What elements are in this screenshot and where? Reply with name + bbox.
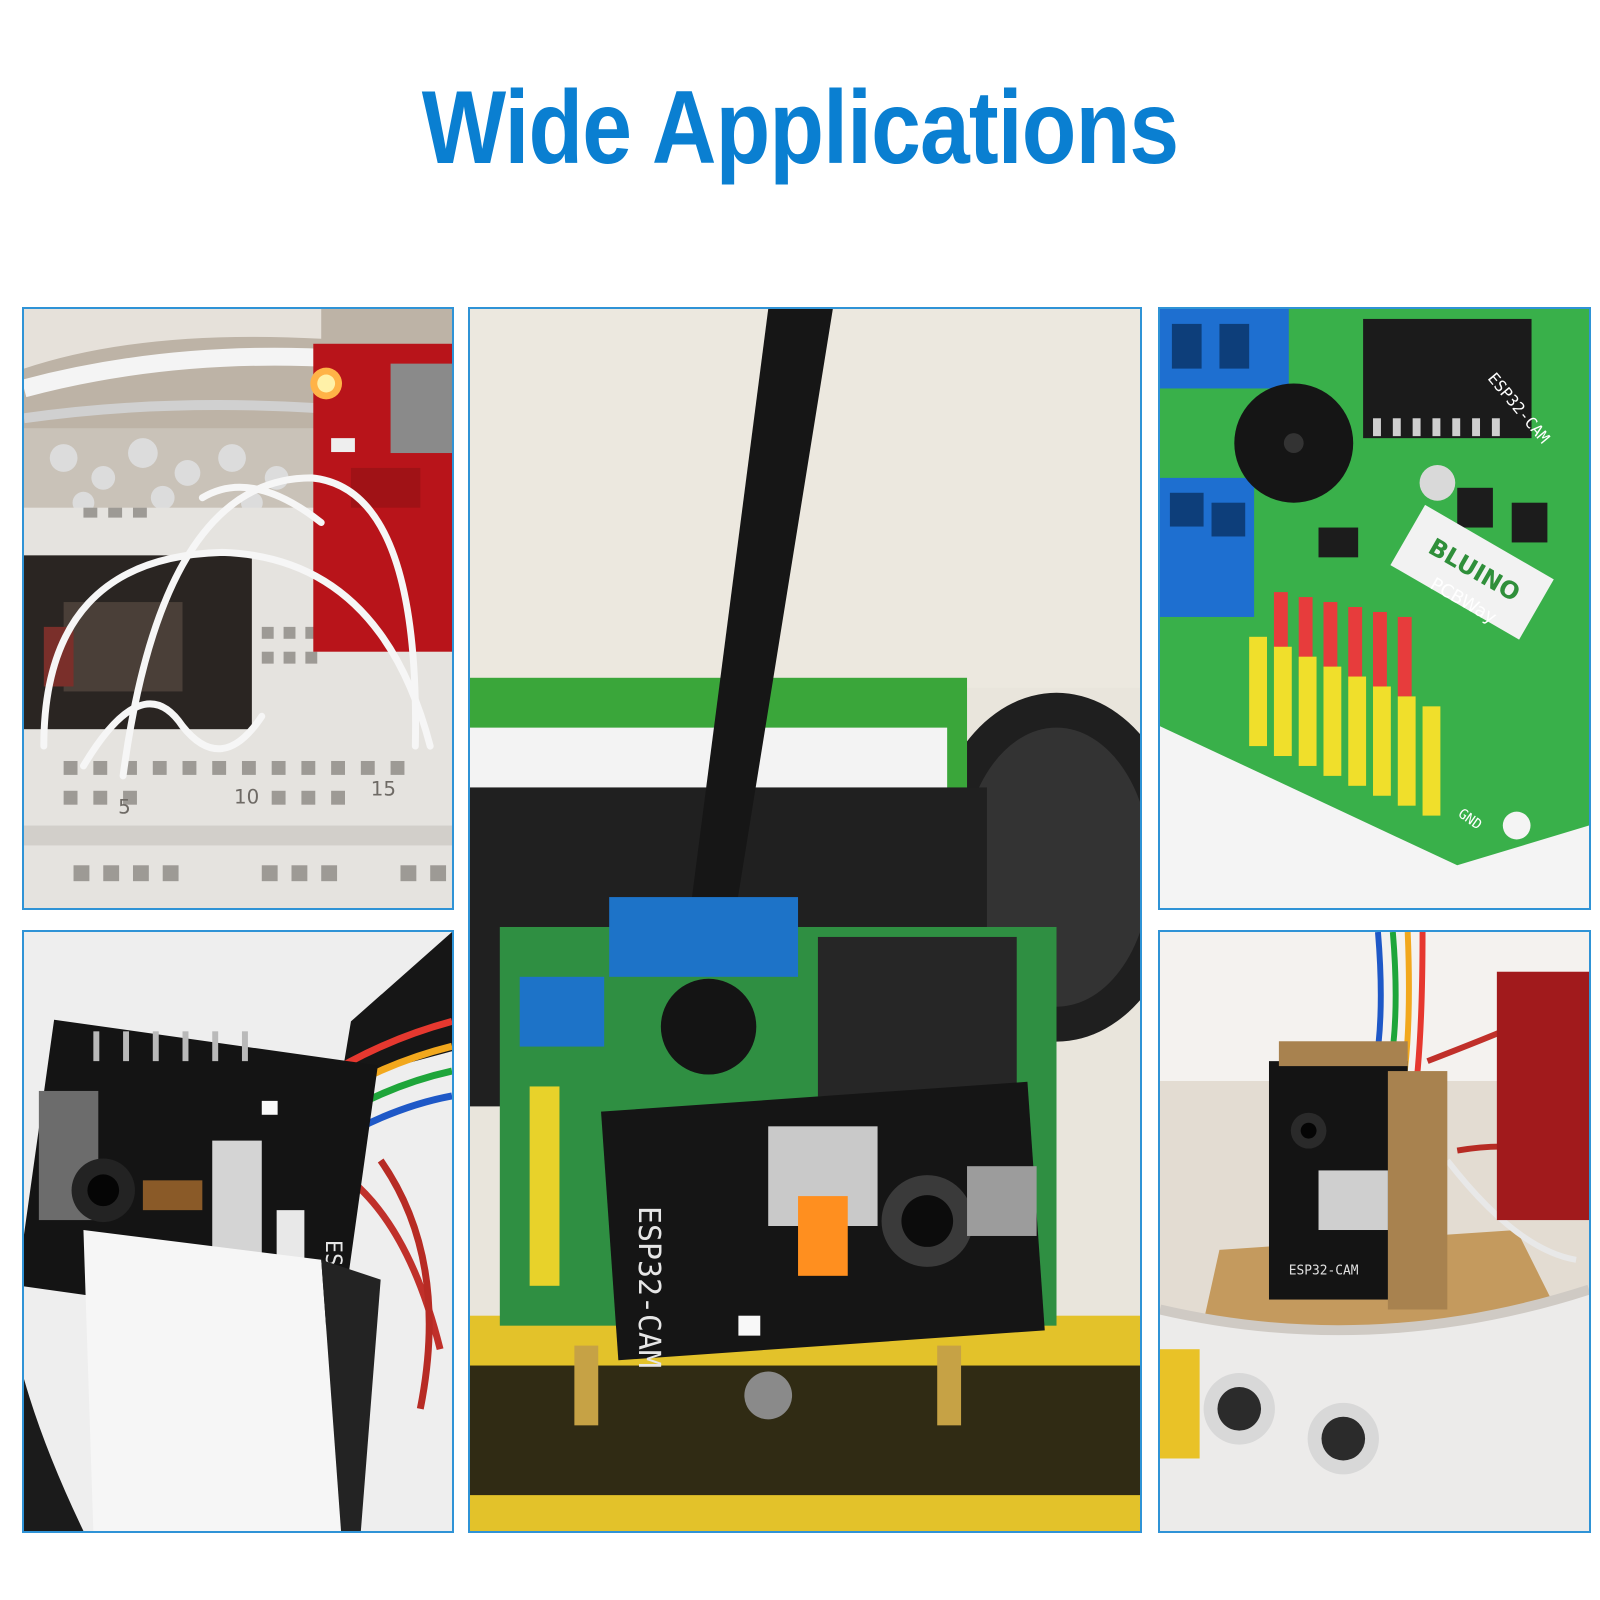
- robot-car-photo: ESP32-CAM: [468, 307, 1142, 1533]
- ruler-label-5: 5: [118, 796, 131, 819]
- esp32-cam-closeup-photo: ESP32-CAM: [22, 930, 454, 1533]
- page-title: Wide Applications: [421, 70, 1179, 186]
- bowl-robot-photo: ESP32-CAM: [1158, 930, 1591, 1533]
- breadboard-project-photo: 5 10 15: [22, 307, 454, 910]
- esp32-cam-bowl-label: ESP32-CAM: [1289, 1264, 1359, 1279]
- ruler-label-10: 10: [234, 786, 259, 809]
- pcb-shield-photo: BLUINO PCBWay ESP32-CAM GND: [1158, 307, 1591, 910]
- ruler-label-15: 15: [371, 778, 396, 801]
- esp32-cam-board-label: ESP32-CAM: [631, 1206, 666, 1368]
